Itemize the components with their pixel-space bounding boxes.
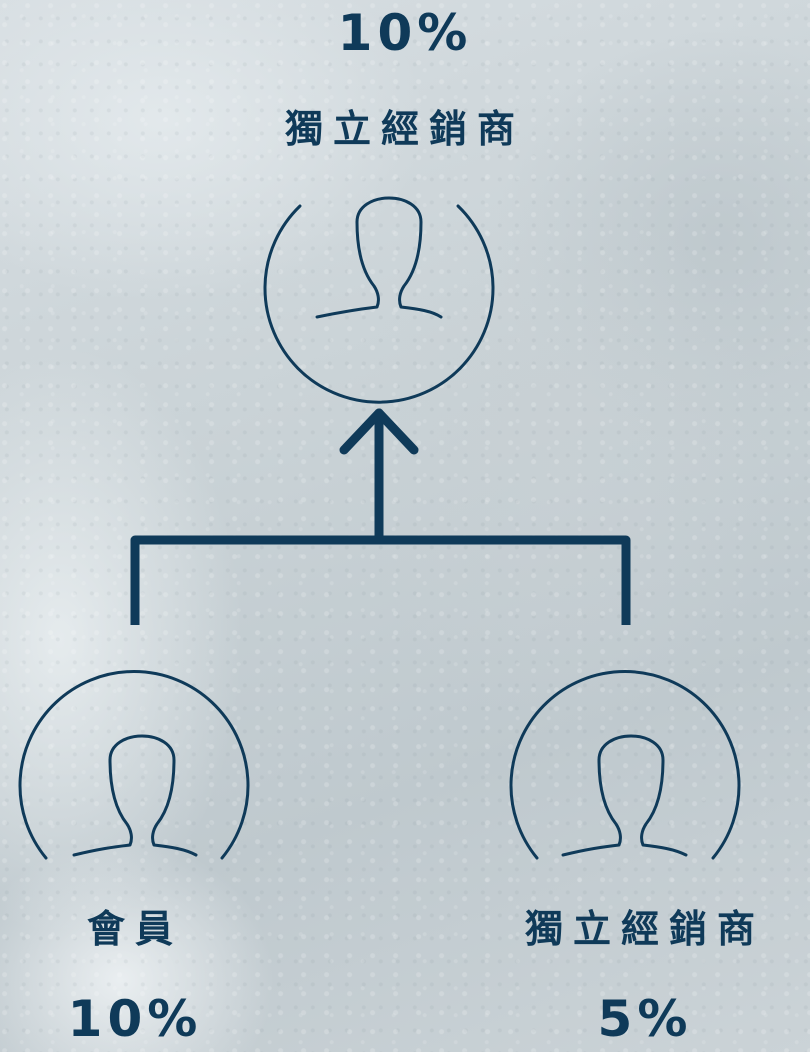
top-role-label: 獨立經銷商: [284, 107, 525, 151]
bottom-left-person-icon: [18, 670, 250, 860]
up-arrow-icon: [339, 408, 419, 543]
bottom-right-role-label: 獨立經銷商: [524, 907, 765, 951]
bottom-right-percentage: 5%: [597, 990, 693, 1048]
bottom-right-person-icon: [509, 670, 741, 860]
bottom-left-role-label: 會員: [86, 907, 183, 951]
connector-bracket: [130, 535, 631, 625]
top-person-icon: [263, 196, 495, 404]
top-percentage: 10%: [337, 4, 473, 62]
bottom-left-percentage: 10%: [67, 990, 203, 1048]
